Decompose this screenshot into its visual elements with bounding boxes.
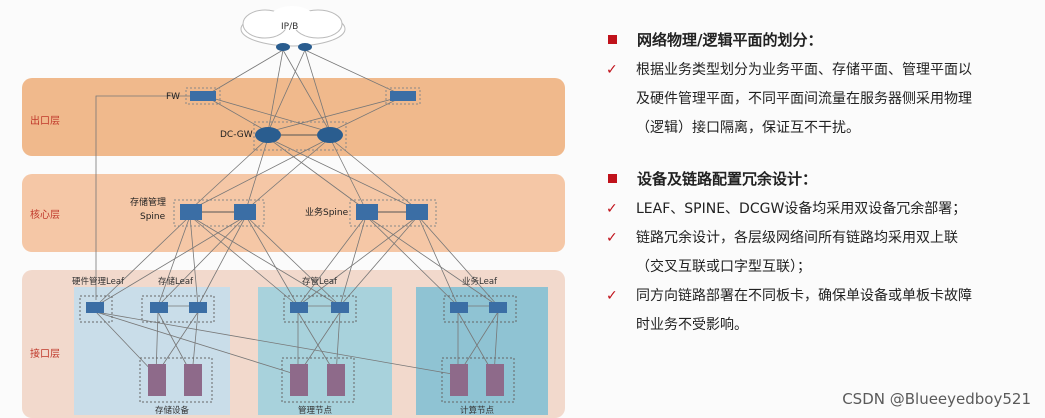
server-icon: [148, 364, 166, 396]
compute-zone: [416, 287, 548, 415]
storage-spine-label: 存储管理: [130, 196, 166, 208]
server-group-box: [139, 357, 213, 403]
fw-label: FW: [166, 92, 180, 102]
storage-spine-label-2: Spine: [140, 212, 166, 222]
server-icon: [450, 364, 468, 396]
cloud-label: IP/B: [281, 22, 298, 32]
storage-leaf-label: 存储Leaf: [158, 276, 194, 287]
square-bullet-icon: [608, 173, 617, 183]
hw-leaf-label: 硬件管理Leaf: [72, 276, 125, 287]
core-layer-band: [22, 174, 565, 252]
list-item: ✓ 根据业务类型划分为业务平面、存储平面、管理平面以 及硬件管理平面，不同平面间…: [598, 56, 1043, 143]
server-icon: [184, 364, 202, 396]
switch-icon: [489, 302, 507, 313]
mgmt-leaf-box: [283, 295, 357, 323]
router-icon: [276, 43, 312, 51]
list-item-text: 链路冗余设计，各层级网络间所有链路均采用双上联 （交叉互联或口字型互联）；: [636, 230, 958, 275]
square-bullet-icon: [608, 34, 617, 44]
list-item: ✓ 链路冗余设计，各层级网络间所有链路均采用双上联 （交叉互联或口字型互联）；: [598, 224, 1043, 282]
check-icon: ✓: [606, 288, 618, 304]
check-icon: ✓: [606, 62, 618, 78]
list-item: ✓ LEAF、SPINE、DCGW设备均采用双设备冗余部署；: [598, 195, 1043, 224]
dcgw-label: DC-GW: [220, 130, 253, 140]
fw-box-right: [385, 87, 421, 105]
server-icon: [327, 364, 345, 396]
mgmt-zone: [258, 287, 392, 415]
switch-icon: [86, 302, 104, 313]
storage-spine-box: [173, 199, 265, 227]
switch-icon: [356, 204, 428, 220]
biz-leaf-label: 业务Leaf: [462, 276, 498, 287]
router-icon: [255, 127, 343, 143]
mgmt-zone-label: 管理节点: [298, 405, 333, 416]
switch-icon: [180, 204, 256, 220]
compute-zone-label: 计算节点: [460, 405, 495, 416]
check-icon: ✓: [606, 201, 618, 217]
list-item-text: 根据业务类型划分为业务平面、存储平面、管理平面以 及硬件管理平面，不同平面间流量…: [636, 62, 972, 136]
biz-leaf-box: [443, 295, 517, 323]
mgmt-leaf-label: 存管Leaf: [302, 276, 338, 287]
list-item: ✓ 同方向链路部署在不同板卡，确保单设备或单板卡故障 时业务不受影响。: [598, 282, 1043, 340]
egress-layer-band: [22, 78, 565, 156]
firewall-icon: [390, 91, 416, 101]
core-layer-label: 核心层: [30, 208, 60, 221]
egress-layer-label: 出口层: [30, 114, 60, 127]
watermark-text: CSDN @Blueeyedboy521: [842, 390, 1031, 408]
section-heading: 网络物理/逻辑平面的划分：: [598, 26, 1043, 52]
cloud-icon: [240, 6, 346, 47]
server-icon: [290, 364, 308, 396]
switch-icon: [290, 302, 308, 313]
server-group-box: [441, 357, 515, 403]
switch-icon: [450, 302, 468, 313]
list-item-text: 同方向链路部署在不同板卡，确保单设备或单板卡故障 时业务不受影响。: [636, 288, 972, 333]
switch-icon: [150, 302, 168, 313]
hw-leaf-box: [79, 295, 113, 323]
dcgw-box: [253, 121, 347, 151]
server-icon: [486, 364, 504, 396]
firewall-icon: [190, 91, 216, 101]
switch-icon: [189, 302, 207, 313]
switch-icon: [331, 302, 349, 313]
description-panel: 网络物理/逻辑平面的划分： ✓ 根据业务类型划分为业务平面、存储平面、管理平面以…: [598, 26, 1043, 340]
list-item-text: LEAF、SPINE、DCGW设备均采用双设备冗余部署；: [636, 201, 967, 217]
biz-spine-label: 业务Spine: [305, 206, 349, 218]
storage-zone-label: 存储设备: [155, 405, 190, 416]
access-layer-label: 接口层: [30, 347, 60, 360]
section-title: 网络物理/逻辑平面的划分：: [637, 30, 823, 49]
section-heading: 设备及链路配置冗余设计：: [598, 165, 1043, 191]
check-icon: ✓: [606, 230, 618, 246]
storage-leaf-box: [141, 295, 215, 323]
network-topology-diagram: 出口层 核心层 接口层: [22, 6, 565, 418]
section-title: 设备及链路配置冗余设计：: [637, 169, 818, 188]
fw-box-left: [185, 87, 221, 105]
server-group-box: [281, 357, 355, 403]
